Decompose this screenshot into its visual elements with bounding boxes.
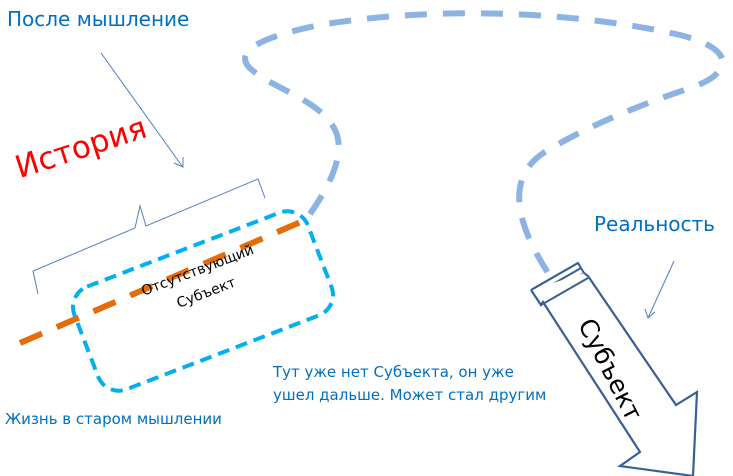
post-thinking-pointer-head: [173, 157, 184, 168]
no-subject-note: Тут уже нет Субъекта, он уже ушел дальше…: [273, 361, 546, 407]
journey-path: [242, 10, 726, 278]
subject-arrow: [530, 261, 699, 476]
history-brace: [32, 178, 266, 295]
no-subject-note-line1: Тут уже нет Субъекта, он уже: [273, 363, 514, 381]
reality-pointer: [647, 260, 675, 319]
absent-subject-box: [71, 209, 335, 393]
reality-label: Реальность: [594, 212, 715, 236]
post-thinking-pointer: [100, 52, 183, 167]
post-thinking-label: После мышление: [7, 7, 190, 31]
reality-pointer-head: [644, 308, 656, 319]
life-in-old-thinking-label: Жизнь в старом мышлении: [5, 410, 222, 428]
timeline-line: [18, 215, 312, 346]
no-subject-note-line2: ушел дальше. Может стал другим: [273, 386, 547, 404]
